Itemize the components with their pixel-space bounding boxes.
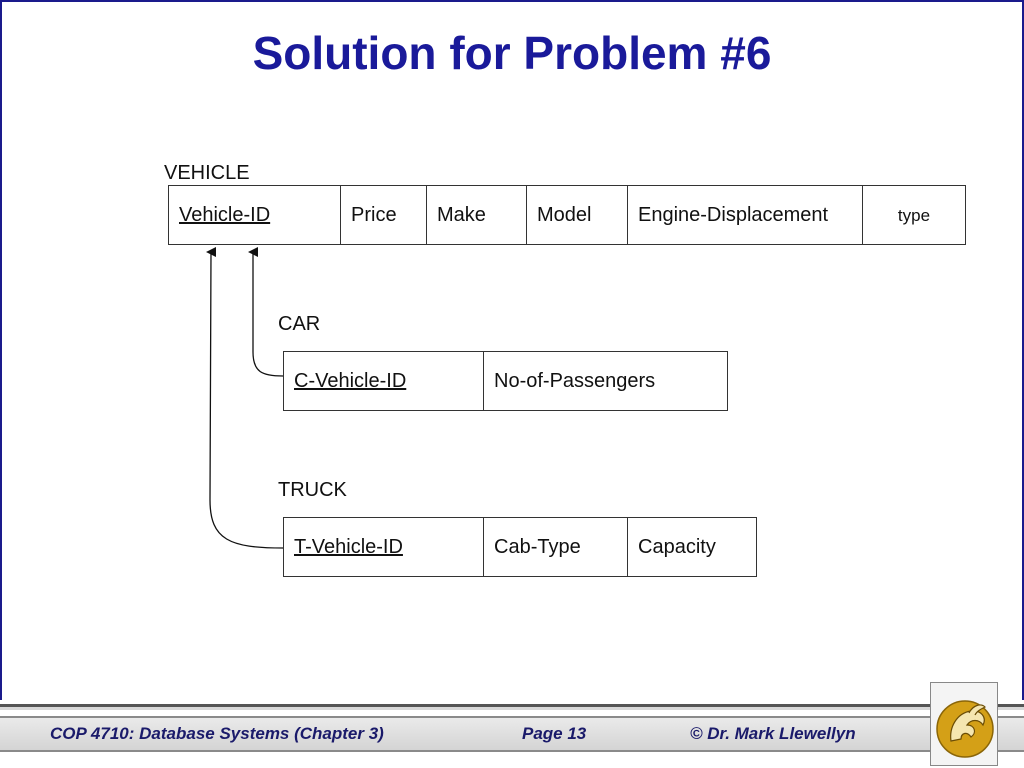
car-col-c-vehicle-id: C-Vehicle-ID: [284, 352, 484, 410]
truck-col-cab-type: Cab-Type: [484, 518, 628, 576]
car-col-no-of-passengers: No-of-Passengers: [494, 369, 656, 392]
logo-box: [930, 682, 998, 766]
pegasus-logo-icon: [936, 700, 994, 758]
vehicle-label: VEHICLE: [164, 162, 250, 184]
truck-col-capacity: Capacity: [638, 535, 716, 558]
car-label: CAR: [278, 313, 321, 335]
truck-label: TRUCK: [278, 479, 347, 501]
vehicle-col-engine-displacement: Engine-Displacement: [628, 186, 863, 244]
truck-col-t-vehicle-id: T-Vehicle-ID: [284, 518, 484, 576]
footer-page-number: Page 13: [522, 724, 587, 743]
vehicle-col-vehicle-id: Vehicle-ID: [169, 186, 341, 244]
car-relation: C-Vehicle-ID No-of-Passengers: [283, 351, 728, 411]
vehicle-col-price: Price: [341, 186, 427, 244]
vehicle-col-model: Model: [527, 186, 628, 244]
footer-course: COP 4710: Database Systems (Chapter 3): [50, 724, 384, 743]
truck-relation: T-Vehicle-ID Cab-Type Capacity: [283, 517, 757, 577]
slide-title: Solution for Problem #6: [252, 27, 772, 79]
vehicle-col-type: type: [897, 206, 931, 225]
vehicle-relation: Vehicle-ID Price Make Model Engine-Displ…: [168, 185, 966, 245]
vehicle-col-make: Make: [427, 186, 527, 244]
footer-strip: [0, 716, 1024, 752]
footer-author: © Dr. Mark Llewellyn: [690, 724, 856, 743]
